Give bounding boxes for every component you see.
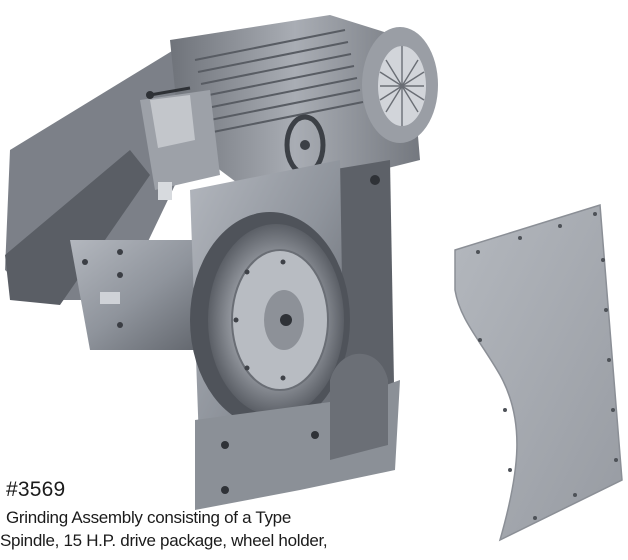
description-line: Grinding Assembly consisting of a Type [6,508,291,527]
catalog-number: #3569 [6,478,66,501]
description-line: Spindle, 15 H.P. drive package, wheel ho… [0,531,328,550]
grinding-machine-photo [5,15,438,510]
wheel-guard-panel-photo [454,204,623,542]
